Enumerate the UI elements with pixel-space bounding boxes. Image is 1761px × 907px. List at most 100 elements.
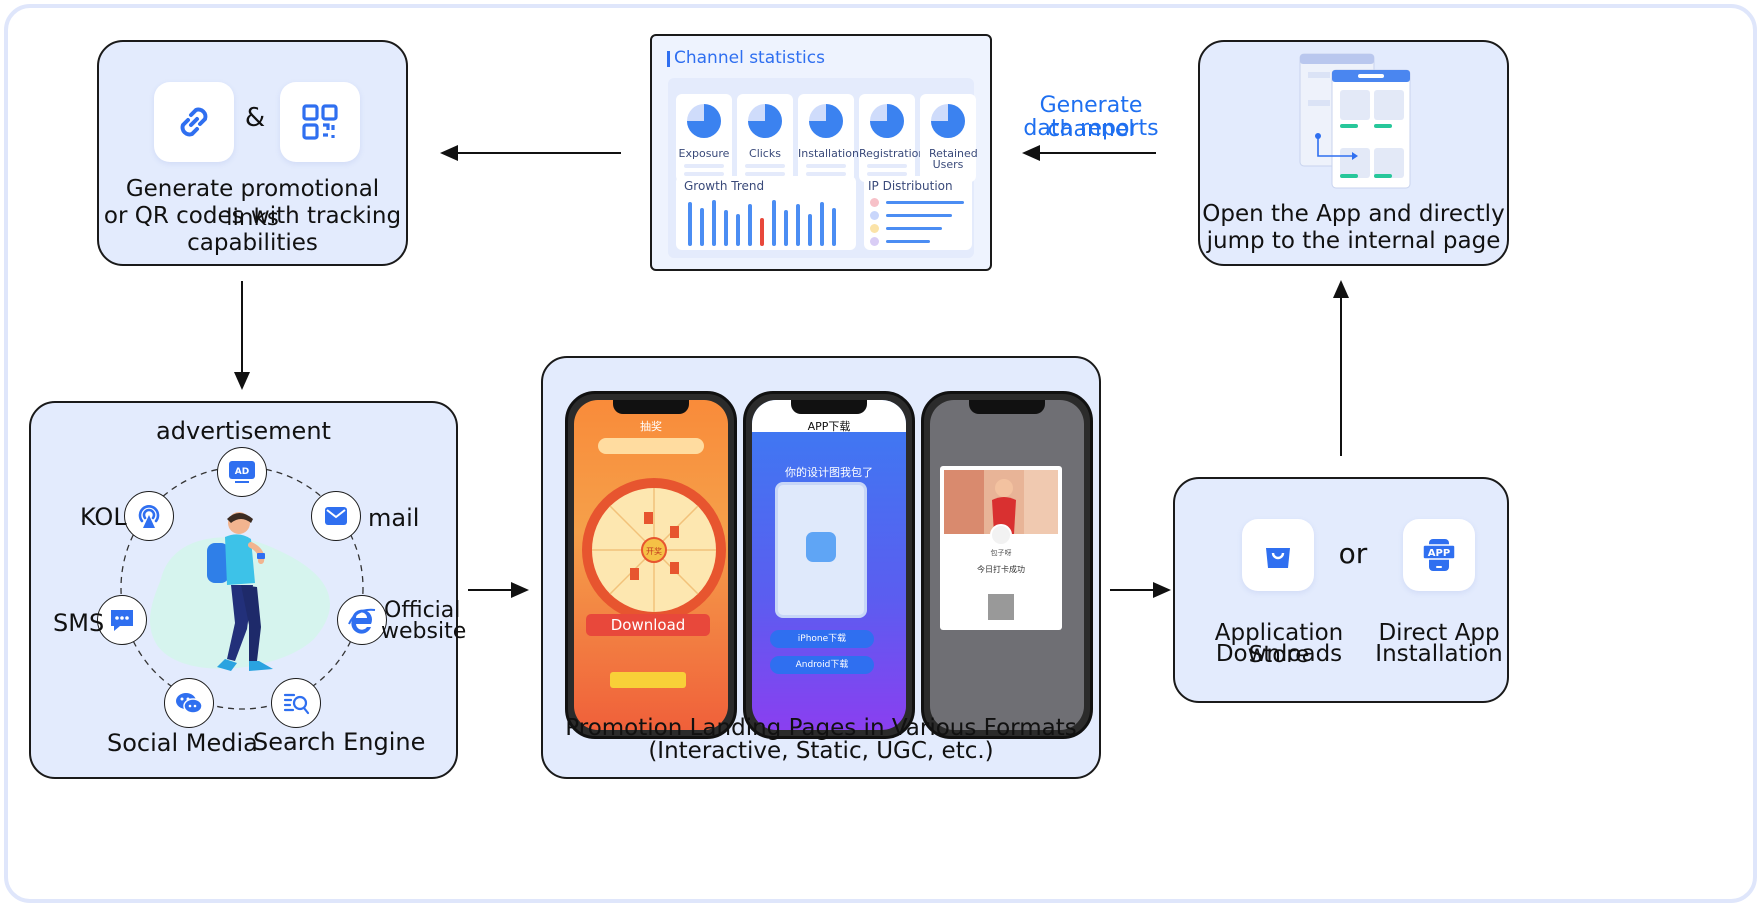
ugc-qr-code — [988, 594, 1014, 620]
channel-ad-node: AD — [217, 447, 267, 497]
arrow-landing-to-install — [1110, 589, 1156, 591]
pie-icon — [809, 104, 843, 138]
wheel-center-text: 开奖 — [646, 546, 662, 556]
arrow-head-left-icon — [440, 145, 458, 161]
iphone-download-button[interactable]: iPhone下载 — [770, 630, 874, 648]
landing-text-1: Promotion Landing Pages in Various Forma… — [565, 715, 1077, 741]
arrow-head-right-icon — [511, 582, 529, 598]
stat-clicks: Clicks — [737, 94, 793, 182]
open-app-text-1: Open the App and directly — [1202, 201, 1505, 227]
phone-ugc: 包子呀 今日打卡成功 — [921, 391, 1093, 739]
ugc-name: 包子呀 — [990, 549, 1012, 557]
ugc-card: 包子呀 今日打卡成功 — [940, 466, 1062, 630]
stat-registrations: Registrations — [859, 94, 931, 182]
label-official: Official — [384, 598, 461, 623]
landing-text-2: (Interactive, Static, UGC, etc.) — [648, 738, 994, 764]
arrow-head-right-icon — [1153, 582, 1171, 598]
stat-exposure: Exposure — [676, 94, 732, 182]
stats-title: Channel statistics — [674, 48, 825, 68]
label-social-media: Social Media — [107, 729, 258, 757]
store-text-2: Downloads — [1215, 641, 1343, 667]
growth-trend-box: Growth Trend — [676, 176, 856, 250]
promo-links-text-3: capabilities — [187, 230, 318, 256]
search-doc-icon — [283, 693, 310, 715]
direct-text-2: Installation — [1375, 641, 1503, 667]
promo-links-text-2: or QR codes with tracking — [103, 203, 402, 229]
arrow-head-left-icon — [1022, 145, 1040, 161]
arrow-app-to-stats — [1036, 152, 1156, 154]
pie-icon — [687, 104, 721, 138]
arrow-head-down-icon — [234, 372, 250, 390]
channels-card: advertisement AD — [29, 401, 466, 779]
ip-distribution-title: IP Distribution — [868, 179, 953, 193]
sms-icon — [111, 610, 133, 631]
qr-code-icon — [302, 104, 338, 140]
phone2-subtitle: 你的设计图我包了 — [785, 466, 873, 479]
channel-stats-panel: Channel statistics Exposure Clicks Insta… — [650, 34, 992, 271]
arrow-stats-to-links — [455, 152, 621, 154]
phone1-header: 抽奖 — [640, 420, 662, 433]
channel-social-node — [164, 678, 214, 728]
prize-wheel: 开奖 — [582, 478, 726, 622]
or-text: or — [1338, 537, 1368, 570]
link-icon — [180, 107, 208, 137]
store-text-1: Application Store — [1214, 620, 1344, 668]
channel-website-node — [337, 595, 387, 645]
label-sms: SMS — [53, 609, 105, 637]
pie-icon — [870, 104, 904, 138]
open-app-text-2: jump to the internal page — [1206, 228, 1501, 254]
channel-title: advertisement — [156, 417, 331, 445]
channel-search-node — [271, 678, 321, 728]
android-download-button[interactable]: Android下载 — [770, 656, 874, 674]
open-app-card: Open the App and directly jump to the in… — [1198, 40, 1509, 266]
channel-sms-node — [97, 595, 147, 645]
qr-tile — [280, 82, 360, 162]
growth-bars — [688, 200, 836, 246]
label-kol: KOL — [80, 503, 127, 531]
link-tile — [154, 82, 234, 162]
download-button[interactable]: Download — [586, 614, 710, 636]
walking-person-illustration — [207, 512, 273, 671]
install-card: or APP Application Store Downloads Direc… — [1173, 477, 1509, 703]
stat-retained-users: Retained Users — [920, 94, 978, 182]
pie-icon — [748, 104, 782, 138]
broadcast-icon — [138, 505, 160, 528]
app-logo-icon — [806, 532, 836, 562]
label-website: website — [381, 619, 467, 644]
ugc-avatar — [990, 524, 1012, 546]
mail-icon — [325, 507, 347, 525]
ad-icon: AD — [229, 461, 255, 483]
phone-app-download: APP下载 你的设计图我包了 iPhone下载 Android下载 — [743, 391, 915, 739]
app-badge-text: APP — [1428, 548, 1450, 559]
direct-install-tile: APP — [1403, 519, 1475, 591]
arrow-channels-to-landing — [468, 589, 514, 591]
report-label-2: data reports — [1023, 116, 1159, 141]
arrow-head-up-icon — [1333, 280, 1349, 298]
phone2-header: APP下载 — [807, 420, 851, 433]
channel-kol-node — [124, 491, 174, 541]
arrow-links-to-channels — [241, 281, 243, 375]
label-search-engine: Search Engine — [253, 728, 426, 756]
label-mail: mail — [368, 504, 420, 532]
shopping-bag-icon — [1266, 548, 1290, 568]
app-phone-icon: APP — [1422, 539, 1456, 571]
ugc-checkin: 今日打卡成功 — [977, 565, 1025, 574]
report-label-1: Generate channel — [1039, 93, 1143, 142]
app-pages-icon — [1299, 53, 1411, 189]
chat-bubbles-icon — [176, 693, 203, 714]
ip-distribution-box: IP Distribution — [864, 176, 972, 250]
growth-trend-title: Growth Trend — [684, 179, 765, 193]
stat-installations: Installations — [798, 94, 865, 182]
promo-links-text-1: Generate promotional links — [125, 176, 380, 231]
promo-links-card: & Generate promotional links or QR codes… — [97, 40, 408, 266]
app-store-tile — [1242, 519, 1314, 591]
arrow-install-to-open-app — [1340, 296, 1342, 456]
direct-text-1: Direct App — [1378, 620, 1500, 646]
landing-pages-card: 抽奖 开奖 Download — [541, 356, 1101, 779]
pie-icon — [931, 104, 965, 138]
phone-lottery: 抽奖 开奖 Download — [565, 391, 737, 739]
browser-e-icon — [348, 608, 376, 634]
ad-badge-text: AD — [235, 467, 249, 477]
channel-mail-node — [311, 491, 361, 541]
ampersand: & — [244, 103, 266, 133]
